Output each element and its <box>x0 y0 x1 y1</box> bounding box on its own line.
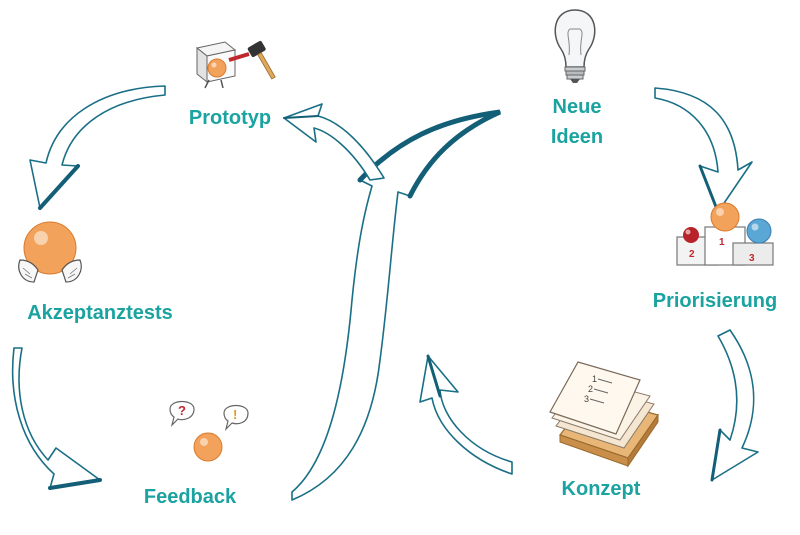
cube-ball <box>207 58 227 78</box>
arrow-center-to-prototyp <box>283 103 385 181</box>
doc-list-3: 3 <box>584 394 589 404</box>
podium-place-3: 3 <box>749 253 755 264</box>
label-ideen: Ideen <box>551 126 603 148</box>
arrow-priorisierung-to-konzept <box>710 329 759 482</box>
cube-hammer-icon <box>195 40 276 89</box>
exclamation-mark: ! <box>233 407 237 422</box>
podium-place-2: 2 <box>689 249 695 260</box>
label-neue: Neue <box>553 96 602 118</box>
label-konzept: Konzept <box>562 478 641 500</box>
label-prototyp: Prototyp <box>189 107 271 129</box>
arrow-prototyp-to-akzeptanztests <box>29 85 166 210</box>
podium-icon: 2 1 3 <box>676 202 774 266</box>
label-priorisierung: Priorisierung <box>653 290 777 312</box>
label-akzeptanztests: Akzeptanztests <box>27 302 173 324</box>
hands-ball-icon <box>18 221 82 283</box>
orange-ball <box>710 202 740 232</box>
red-ball <box>683 227 699 243</box>
blue-ball <box>746 218 772 244</box>
doc-list-2: 2 <box>588 384 593 394</box>
light-bulb-icon <box>554 9 596 83</box>
question-mark: ? <box>178 403 186 418</box>
arrow-ideen-to-priorisierung <box>654 87 753 214</box>
arrow-akzeptanztests-to-feedback <box>11 347 102 490</box>
document-stack-icon: 1 2 3 <box>549 361 659 468</box>
podium-place-1: 1 <box>719 237 725 248</box>
arrow-konzept-to-center <box>419 354 513 475</box>
label-feedback: Feedback <box>144 486 237 508</box>
arrow-feedback-to-ideen <box>291 109 502 501</box>
doc-list-1: 1 <box>592 374 597 384</box>
speech-bubbles-icon: ? ! <box>169 400 249 462</box>
small-ball <box>193 432 223 462</box>
